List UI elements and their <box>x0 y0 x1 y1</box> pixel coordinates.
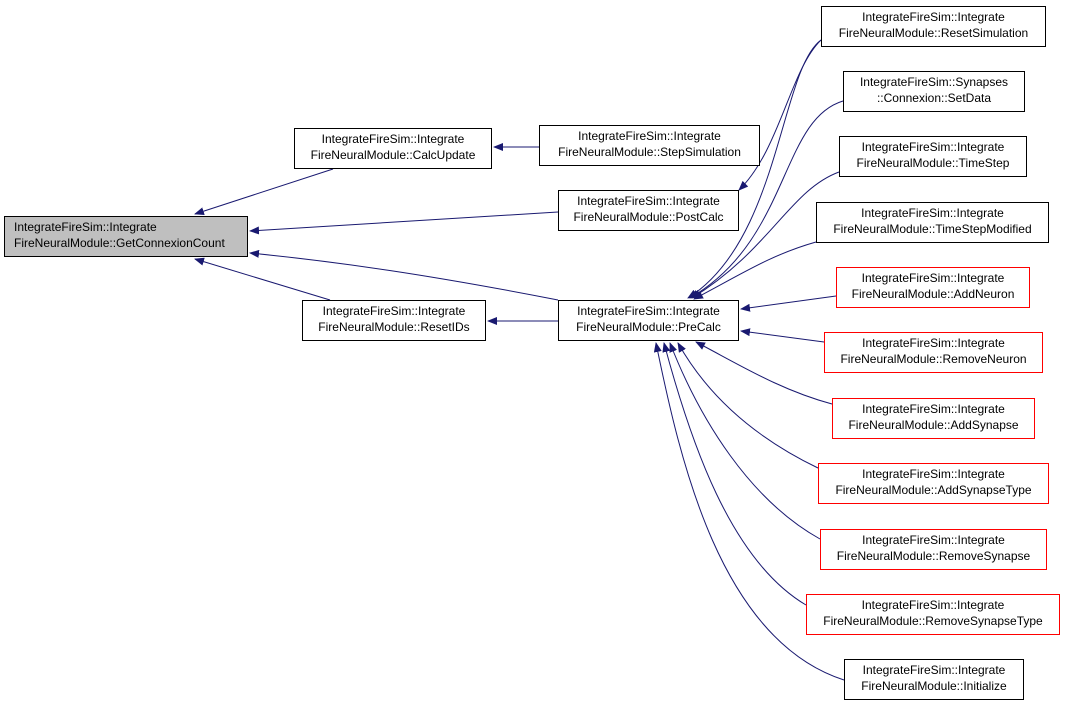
node-line1: IntegrateFireSim::Integrate <box>14 220 157 234</box>
node-remove-neuron[interactable]: IntegrateFireSim::Integrate FireNeuralMo… <box>824 332 1043 373</box>
node-line2: FireNeuralModule::RemoveNeuron <box>840 352 1027 366</box>
node-reset-simulation[interactable]: IntegrateFireSim::Integrate FireNeuralMo… <box>821 6 1046 47</box>
node-line2: FireNeuralModule::GetConnexionCount <box>14 236 225 250</box>
node-line2: FireNeuralModule::TimeStep <box>856 156 1010 170</box>
edge-remove-neuron-to-pre-calc <box>740 328 825 343</box>
edge-remove-synapse-to-pre-calc <box>669 342 821 540</box>
node-line1: IntegrateFireSim::Integrate <box>862 663 1006 677</box>
node-add-synapse[interactable]: IntegrateFireSim::Integrate FireNeuralMo… <box>832 398 1035 439</box>
node-line1: IntegrateFireSim::Integrate <box>862 533 1005 547</box>
node-remove-synapse[interactable]: IntegrateFireSim::Integrate FireNeuralMo… <box>820 529 1047 570</box>
node-line1: IntegrateFireSim::Integrate <box>862 467 1005 481</box>
node-line2: FireNeuralModule::Initialize <box>861 679 1007 693</box>
edge-add-synapse-to-pre-calc <box>695 341 833 405</box>
node-line2: FireNeuralModule::TimeStepModified <box>833 222 1032 236</box>
node-reset-ids[interactable]: IntegrateFireSim::Integrate FireNeuralMo… <box>302 300 486 341</box>
node-add-synapse-type[interactable]: IntegrateFireSim::Integrate FireNeuralMo… <box>818 463 1049 504</box>
node-calc-update[interactable]: IntegrateFireSim::Integrate FireNeuralMo… <box>294 128 492 169</box>
node-line2: FireNeuralModule::CalcUpdate <box>310 148 476 162</box>
edge-time-step-to-pre-calc <box>691 171 840 299</box>
edge-add-synapse-type-to-pre-calc <box>677 342 819 469</box>
edge-calc-update-to-get-connexion-count <box>194 168 334 216</box>
node-line2: FireNeuralModule::PostCalc <box>573 210 724 224</box>
node-time-step-modified[interactable]: IntegrateFireSim::Integrate FireNeuralMo… <box>816 202 1049 243</box>
edge-time-step-modified-to-pre-calc <box>693 241 817 300</box>
node-line2: FireNeuralModule::ResetIDs <box>318 320 470 334</box>
node-get-connexion-count[interactable]: IntegrateFireSim::Integrate FireNeuralMo… <box>4 216 248 257</box>
node-line1: IntegrateFireSim::Integrate <box>321 132 465 146</box>
node-line1: IntegrateFireSim::Integrate <box>862 10 1005 24</box>
node-line1: IntegrateFireSim::Integrate <box>577 194 720 208</box>
node-set-data[interactable]: IntegrateFireSim::Synapses ::Connexion::… <box>843 71 1025 112</box>
node-line2: FireNeuralModule::AddSynapse <box>848 418 1019 432</box>
edge-reset-simulation-to-pre-calc <box>687 39 822 299</box>
node-line1: IntegrateFireSim::Integrate <box>322 304 466 318</box>
node-add-neuron[interactable]: IntegrateFireSim::Integrate FireNeuralMo… <box>836 267 1030 308</box>
node-pre-calc[interactable]: IntegrateFireSim::Integrate FireNeuralMo… <box>558 300 739 341</box>
edge-reset-simulation-to-post-calc <box>738 39 822 191</box>
node-line1: IntegrateFireSim::Integrate <box>861 598 1005 612</box>
edge-initialize-to-pre-calc <box>653 342 845 681</box>
edge-add-neuron-to-pre-calc <box>740 295 837 312</box>
edge-post-calc-to-get-connexion-count <box>249 211 559 235</box>
node-line2: FireNeuralModule::RemoveSynapseType <box>823 614 1043 628</box>
node-line1: IntegrateFireSim::Integrate <box>861 140 1005 154</box>
edge-reset-ids-to-get-connexion-count <box>194 257 331 301</box>
node-remove-synapse-type[interactable]: IntegrateFireSim::Integrate FireNeuralMo… <box>806 594 1060 635</box>
node-line2: FireNeuralModule::PreCalc <box>576 320 721 334</box>
edge-set-data-to-pre-calc <box>689 100 844 299</box>
node-line2: FireNeuralModule::RemoveSynapse <box>836 549 1031 563</box>
node-line1: IntegrateFireSim::Integrate <box>862 402 1005 416</box>
node-line1: IntegrateFireSim::Integrate <box>861 271 1005 285</box>
node-line2: FireNeuralModule::ResetSimulation <box>838 26 1029 40</box>
node-line1: IntegrateFireSim::Integrate <box>577 304 720 318</box>
node-line1: IntegrateFireSim::Integrate <box>861 206 1004 220</box>
node-line2: FireNeuralModule::AddNeuron <box>851 287 1015 301</box>
node-line1: IntegrateFireSim::Integrate <box>862 336 1005 350</box>
node-line1: IntegrateFireSim::Integrate <box>578 129 721 143</box>
edge-remove-synapse-type-to-pre-calc <box>662 342 807 606</box>
node-step-simulation[interactable]: IntegrateFireSim::Integrate FireNeuralMo… <box>539 125 760 166</box>
node-time-step[interactable]: IntegrateFireSim::Integrate FireNeuralMo… <box>839 136 1027 177</box>
node-initialize[interactable]: IntegrateFireSim::Integrate FireNeuralMo… <box>844 659 1024 700</box>
node-line2: ::Connexion::SetData <box>876 91 992 105</box>
edge-pre-calc-to-get-connexion-count <box>249 249 559 301</box>
node-post-calc[interactable]: IntegrateFireSim::Integrate FireNeuralMo… <box>558 190 739 231</box>
node-line2: FireNeuralModule::AddSynapseType <box>835 483 1032 497</box>
node-line2: FireNeuralModule::StepSimulation <box>558 145 741 159</box>
node-line1: IntegrateFireSim::Synapses <box>859 75 1009 89</box>
